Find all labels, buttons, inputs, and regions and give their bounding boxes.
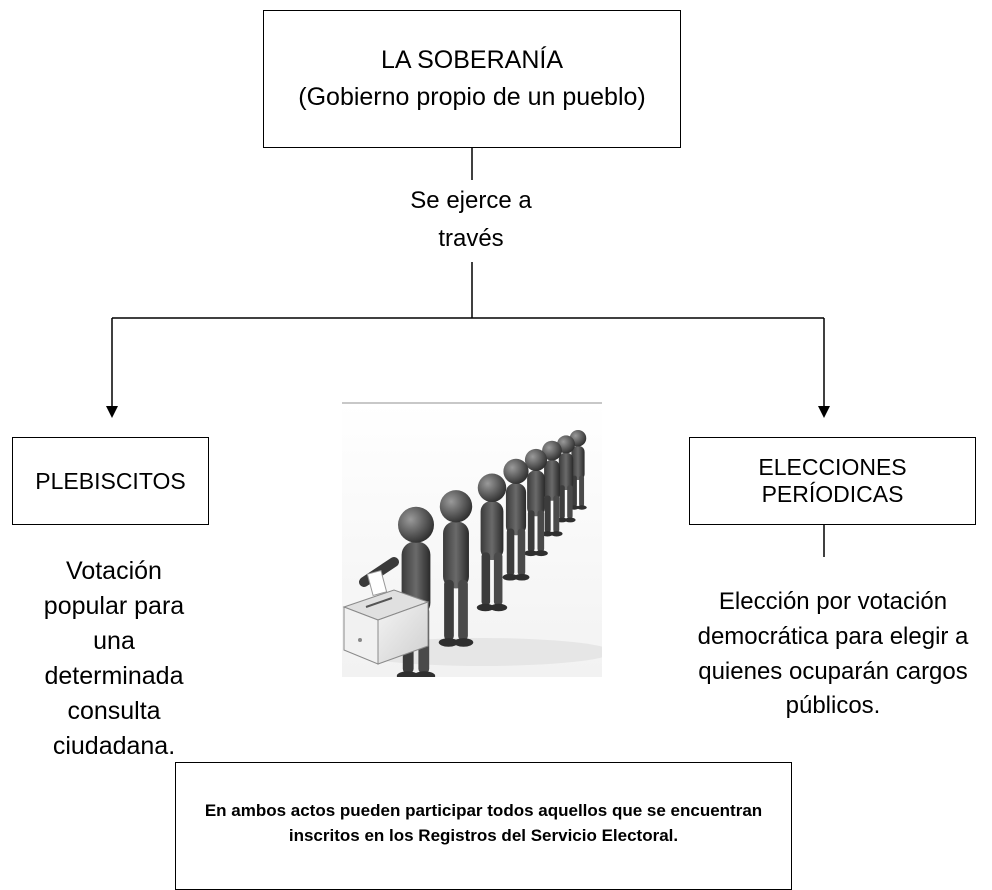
footer-note-box: En ambos actos pueden participar todos a… xyxy=(175,762,792,890)
elecciones-title: ELECCIONES PERÍODICAS xyxy=(758,454,907,507)
plebiscitos-desc-line: determinada xyxy=(44,662,184,690)
footer-note-line1: En ambos actos pueden participar todos a… xyxy=(204,800,763,820)
plebiscitos-desc-line: una xyxy=(93,627,135,655)
connector-label: Se ejerce a través xyxy=(366,182,576,259)
elecciones-desc-line: quienes ocuparán cargos xyxy=(698,657,968,685)
plebiscitos-desc-line: Votación xyxy=(66,557,162,585)
voting-line-illustration xyxy=(342,402,602,677)
elecciones-desc-line: públicos. xyxy=(785,692,881,720)
plebiscitos-desc-line: ciudadana. xyxy=(52,732,176,760)
elecciones-desc-line: Elección por votación xyxy=(718,588,948,615)
plebiscitos-title: PLEBISCITOS xyxy=(35,467,186,494)
elecciones-description: Elección por votación democrática para e… xyxy=(692,585,974,724)
elecciones-desc-line: democrática para elegir a xyxy=(697,622,969,650)
plebiscitos-description: Votación popular para una determinada co… xyxy=(14,554,214,764)
soberania-subtitle: (Gobierno propio de un pueblo) xyxy=(298,83,646,111)
soberania-title: LA SOBERANÍA xyxy=(380,45,564,74)
connector-label-line2: través xyxy=(438,225,504,253)
soberania-node: LA SOBERANÍA (Gobierno propio de un pueb… xyxy=(263,10,681,148)
elecciones-node: ELECCIONES PERÍODICAS xyxy=(689,437,976,525)
plebiscitos-desc-line: popular para xyxy=(43,592,185,620)
footer-note-line2: inscritos en los Registros del Servicio … xyxy=(288,826,679,845)
plebiscitos-desc-line: consulta xyxy=(67,697,161,725)
connector-label-line1: Se ejerce a xyxy=(410,187,532,214)
plebiscitos-node: PLEBISCITOS xyxy=(12,437,209,525)
